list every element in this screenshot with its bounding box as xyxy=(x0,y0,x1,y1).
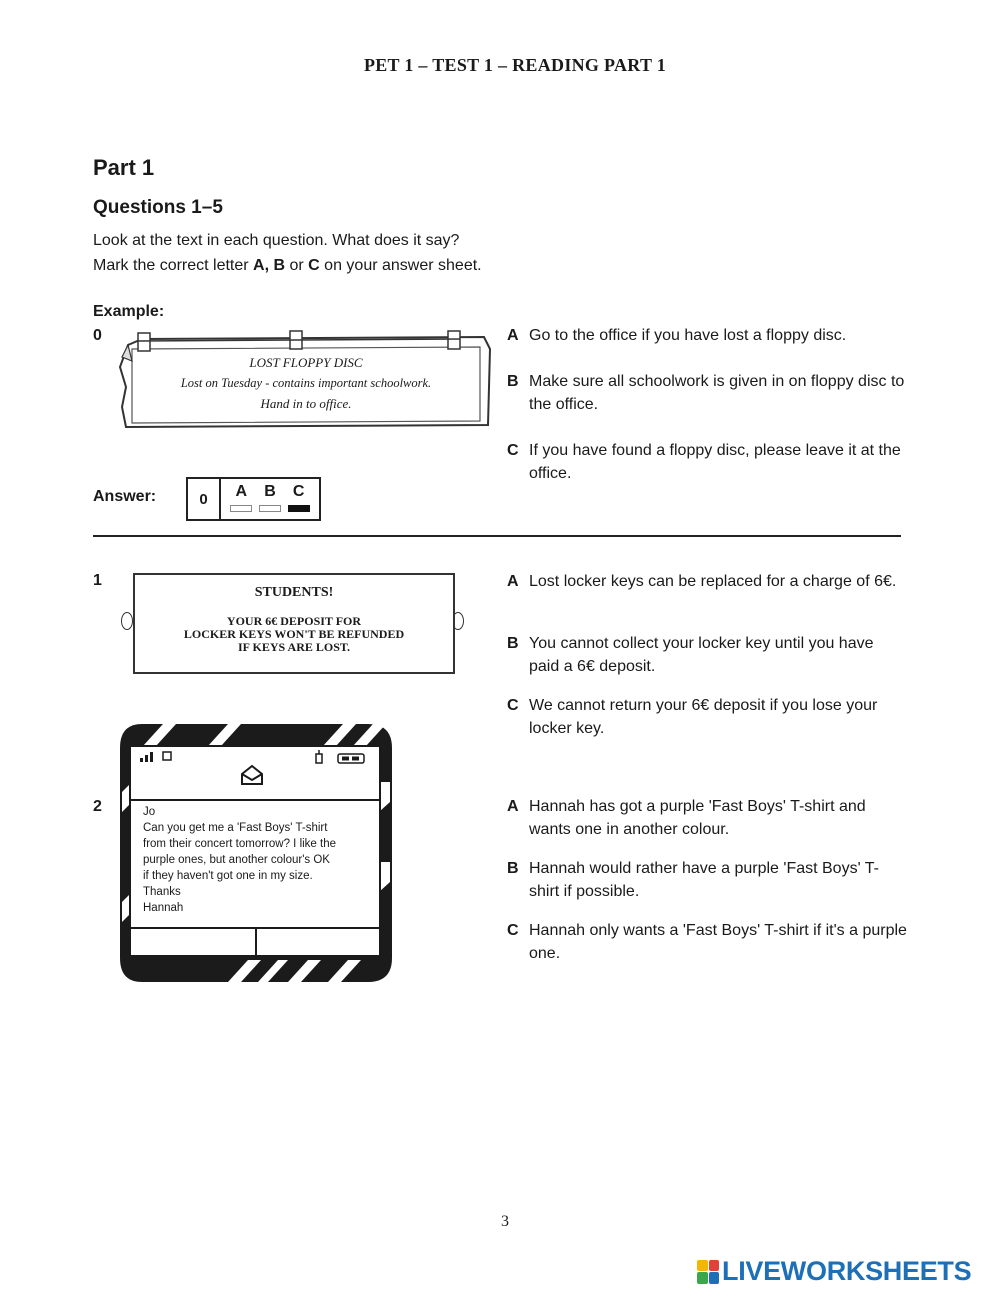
brand-logo[interactable]: LIVEWORKSHEETS xyxy=(697,1256,972,1287)
message-line: purple ones, but another colour's OK xyxy=(143,854,330,866)
instruction-text: on your answer sheet. xyxy=(319,257,482,274)
answer-choice-b: B xyxy=(258,483,281,519)
answer-choice-letter: C xyxy=(292,483,305,500)
option-letter: B xyxy=(507,860,519,877)
question-1-option-a: A Lost locker keys can be replaced for a… xyxy=(507,570,907,593)
notice-line: Lost on Tuesday - contains important sch… xyxy=(180,376,432,390)
option-letter: C xyxy=(507,442,519,459)
notice-line: YOUR 6€ DEPOSIT FOR xyxy=(226,614,362,628)
envelope-icon xyxy=(241,764,263,785)
option-letter: A xyxy=(507,798,519,815)
example-option-a: A Go to the office if you have lost a fl… xyxy=(507,324,907,347)
option-letter: A xyxy=(507,327,519,344)
question-1-option-b: B You cannot collect your locker key unt… xyxy=(507,632,907,678)
question-1-option-c: C We cannot return your 6€ deposit if yo… xyxy=(507,694,907,740)
option-text: Hannah only wants a 'Fast Boys' T-shirt … xyxy=(529,922,907,962)
instruction-letter-b: B xyxy=(269,257,286,274)
page-header-title: PET 1 – TEST 1 – READING PART 1 xyxy=(363,55,667,75)
notice-line: LOCKER KEYS WON'T BE REFUNDED xyxy=(183,627,405,641)
page-number: 3 xyxy=(501,1213,509,1230)
example-option-b: B Make sure all schoolwork is given in o… xyxy=(507,370,907,416)
notice-line: Hand in to office. xyxy=(260,396,352,411)
option-text: Hannah would rather have a purple 'Fast … xyxy=(529,860,880,900)
option-text: If you have found a floppy disc, please … xyxy=(529,442,901,482)
message-line: Hannah xyxy=(143,902,184,914)
answer-number: 0 xyxy=(188,479,221,519)
answer-mark-empty xyxy=(230,505,253,512)
question-2-number: 2 xyxy=(93,798,102,815)
signal-icon xyxy=(140,752,153,762)
phone-frame xyxy=(120,724,392,982)
message-line: Can you get me a 'Fast Boys' T-shirt xyxy=(143,822,328,834)
example-option-c: C If you have found a floppy disc, pleas… xyxy=(507,439,907,485)
notice-line: IF KEYS ARE LOST. xyxy=(237,640,351,654)
option-text: Hannah has got a purple 'Fast Boys' T-sh… xyxy=(529,798,866,838)
option-letter: A xyxy=(507,573,519,590)
question-1-number: 1 xyxy=(93,572,102,589)
answer-mark-filled xyxy=(287,505,310,512)
antenna-icon xyxy=(315,750,323,764)
phone-illustration: Jo Can you get me a 'Fast Boys' T-shirt … xyxy=(118,722,394,984)
message-line: Thanks xyxy=(143,886,181,898)
option-text: Make sure all schoolwork is given in on … xyxy=(529,373,905,413)
section-divider xyxy=(93,535,901,537)
option-text: Go to the office if you have lost a flop… xyxy=(529,327,847,344)
instruction-letter-a: A, xyxy=(253,257,270,274)
option-letter: C xyxy=(507,922,519,939)
answer-mark-empty xyxy=(258,505,281,512)
answer-choices: A B C xyxy=(221,479,319,519)
example-number: 0 xyxy=(93,327,102,344)
message-line: if they haven't got one in my size. xyxy=(143,870,313,882)
answer-choice-letter: B xyxy=(264,483,276,500)
option-text: You cannot collect your locker key until… xyxy=(529,635,874,675)
notice-title: STUDENTS! xyxy=(254,585,334,600)
students-notice: STUDENTS! YOUR 6€ DEPOSIT FOR LOCKER KEY… xyxy=(133,573,455,674)
answer-label: Answer: xyxy=(93,488,157,505)
notice-paper-illustration xyxy=(118,330,492,429)
answer-choice-c: C xyxy=(287,483,310,519)
question-2-option-c: C Hannah only wants a 'Fast Boys' T-shir… xyxy=(507,919,907,965)
question-2-option-a: A Hannah has got a purple 'Fast Boys' T-… xyxy=(507,795,907,841)
pin-icon xyxy=(121,612,133,630)
liveworksheets-icon xyxy=(697,1259,719,1284)
instruction-line-1: Look at the text in each question. What … xyxy=(93,232,460,249)
phone-message: Jo Can you get me a 'Fast Boys' T-shirt … xyxy=(143,804,336,916)
instruction-text: or xyxy=(285,257,309,274)
message-line: from their concert tomorrow? I like the xyxy=(143,838,337,850)
questions-title: Questions 1–5 xyxy=(93,197,223,218)
option-text: Lost locker keys can be replaced for a c… xyxy=(529,573,897,590)
example-label: Example: xyxy=(93,303,165,320)
option-letter: B xyxy=(507,373,519,390)
instruction-text: Mark the correct letter xyxy=(93,257,254,274)
brand-name: LIVEWORKSHEETS xyxy=(722,1256,972,1286)
example-notice: LOST FLOPPY DISC Lost on Tuesday - conta… xyxy=(118,327,494,435)
message-line: Jo xyxy=(143,806,156,818)
instruction-line-2: Mark the correct letter A, B or C on you… xyxy=(93,257,482,275)
instruction-letter-c: C xyxy=(308,257,320,274)
option-text: We cannot return your 6€ deposit if you … xyxy=(529,697,878,737)
option-letter: B xyxy=(507,635,519,652)
answer-box: 0 A B C xyxy=(186,477,321,521)
question-2-option-b: B Hannah would rather have a purple 'Fas… xyxy=(507,857,907,903)
notice-title: LOST FLOPPY DISC xyxy=(249,355,363,370)
answer-choice-letter: A xyxy=(235,483,248,500)
part-title: Part 1 xyxy=(93,155,155,180)
notice-body: YOUR 6€ DEPOSIT FOR LOCKER KEYS WON'T BE… xyxy=(135,615,453,654)
answer-choice-a: A xyxy=(230,483,253,519)
option-letter: C xyxy=(507,697,519,714)
battery-icon xyxy=(337,753,365,764)
